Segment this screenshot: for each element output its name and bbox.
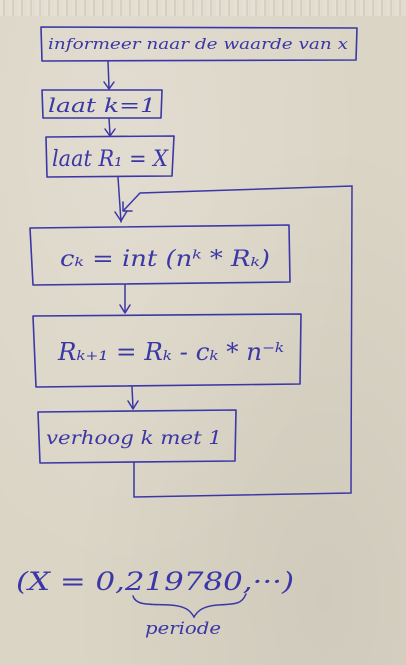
connector-2 bbox=[104, 117, 116, 137]
step-input-box bbox=[40, 26, 358, 62]
step-init-k-label: laat k=1 bbox=[48, 93, 156, 117]
loop-back-arrow bbox=[122, 185, 353, 498]
step-init-k: laat k=1 bbox=[41, 89, 163, 119]
step-increment-k-label: verhoog k met 1 bbox=[46, 427, 222, 449]
step-compute-c-box bbox=[29, 224, 291, 286]
step-compute-c-label: cₖ = int (nᵏ * Rₖ) bbox=[60, 247, 270, 272]
connector-3 bbox=[114, 176, 128, 223]
step-input-label: informeer naar de waarde van x bbox=[48, 37, 348, 53]
step-init-k-box bbox=[41, 89, 163, 119]
step-update-r: Rₖ₊₁ = Rₖ - cₖ * n⁻ᵏ bbox=[32, 313, 302, 388]
connector-5 bbox=[127, 386, 139, 410]
step-compute-c: cₖ = int (nᵏ * Rₖ) bbox=[29, 224, 291, 286]
step-update-r-label: Rₖ₊₁ = Rₖ - cₖ * n⁻ᵏ bbox=[57, 338, 284, 366]
step-init-r-box bbox=[45, 135, 175, 178]
step-init-r-label: laat R₁ = X bbox=[52, 147, 169, 172]
torn-top-edge bbox=[0, 0, 406, 16]
connector-4 bbox=[119, 284, 131, 314]
period-brace bbox=[132, 593, 247, 619]
step-update-r-box bbox=[32, 313, 302, 388]
step-input-x: informeer naar de waarde van x bbox=[40, 26, 358, 62]
period-expression: (X = 0,219780,···) bbox=[16, 567, 294, 596]
period-brace-label: periode bbox=[145, 619, 221, 639]
step-increment-k-box bbox=[37, 409, 237, 464]
step-init-r: laat R₁ = X bbox=[45, 135, 175, 178]
period-note: (X = 0,219780,···) periode bbox=[16, 567, 294, 639]
connector-1 bbox=[103, 60, 115, 90]
step-increment-k: verhoog k met 1 bbox=[37, 409, 237, 464]
